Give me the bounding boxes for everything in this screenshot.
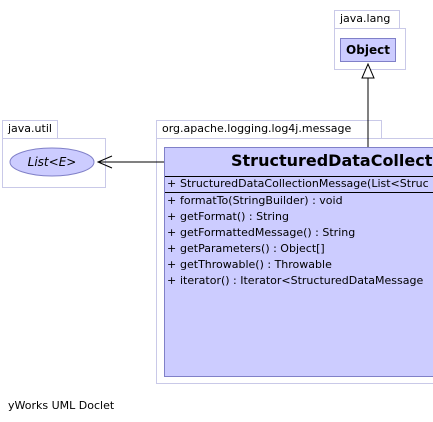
method-signature: getThrowable() : Throwable: [180, 258, 332, 271]
method-visibility: +: [167, 242, 177, 255]
class-main-divider-2: [165, 192, 433, 193]
class-object[interactable]: Object: [340, 38, 396, 62]
constructor-visibility: +: [167, 177, 177, 190]
association-arrowhead: [96, 155, 113, 169]
package-label-java-lang: java.lang: [340, 12, 391, 25]
class-object-name: Object: [346, 43, 390, 57]
method-visibility: +: [167, 194, 177, 207]
footer-label: yWorks UML Doclet: [8, 399, 115, 412]
package-label-log4j-message: org.apache.logging.log4j.message: [162, 122, 352, 135]
method-visibility: +: [167, 210, 177, 223]
method-signature: getParameters() : Object[]: [180, 242, 325, 255]
method-row-get-formatted-message: +getFormattedMessage() : String: [167, 225, 355, 241]
class-list-name[interactable]: List<E>: [27, 155, 77, 169]
class-structured-data-collection-message[interactable]: StructuredDataCollection +StructuredData…: [164, 147, 433, 377]
method-visibility: +: [167, 258, 177, 271]
package-label-java-util: java.util: [8, 122, 52, 135]
method-row-get-format: +getFormat() : String: [167, 209, 289, 225]
constructor-row: +StructuredDataCollectionMessage(List<St…: [167, 176, 429, 192]
method-row-get-parameters: +getParameters() : Object[]: [167, 241, 325, 257]
method-visibility: +: [167, 274, 177, 287]
method-row-get-throwable: +getThrowable() : Throwable: [167, 257, 332, 273]
method-row-format-to: +formatTo(StringBuilder) : void: [167, 193, 343, 209]
class-main-name: StructuredDataCollection: [231, 151, 433, 170]
method-signature: getFormattedMessage() : String: [180, 226, 356, 239]
class-main-divider-1: [165, 176, 433, 177]
constructor-signature: StructuredDataCollectionMessage(List<Str…: [180, 177, 429, 190]
class-list-ellipse: [9, 147, 95, 177]
method-signature: iterator() : Iterator<StructuredDataMess…: [180, 274, 424, 287]
method-visibility: +: [167, 226, 177, 239]
method-row-iterator: +iterator() : Iterator<StructuredDataMes…: [167, 273, 423, 289]
method-signature: formatTo(StringBuilder) : void: [180, 194, 343, 207]
generalization-arrowhead: [361, 62, 375, 79]
method-signature: getFormat() : String: [180, 210, 289, 223]
